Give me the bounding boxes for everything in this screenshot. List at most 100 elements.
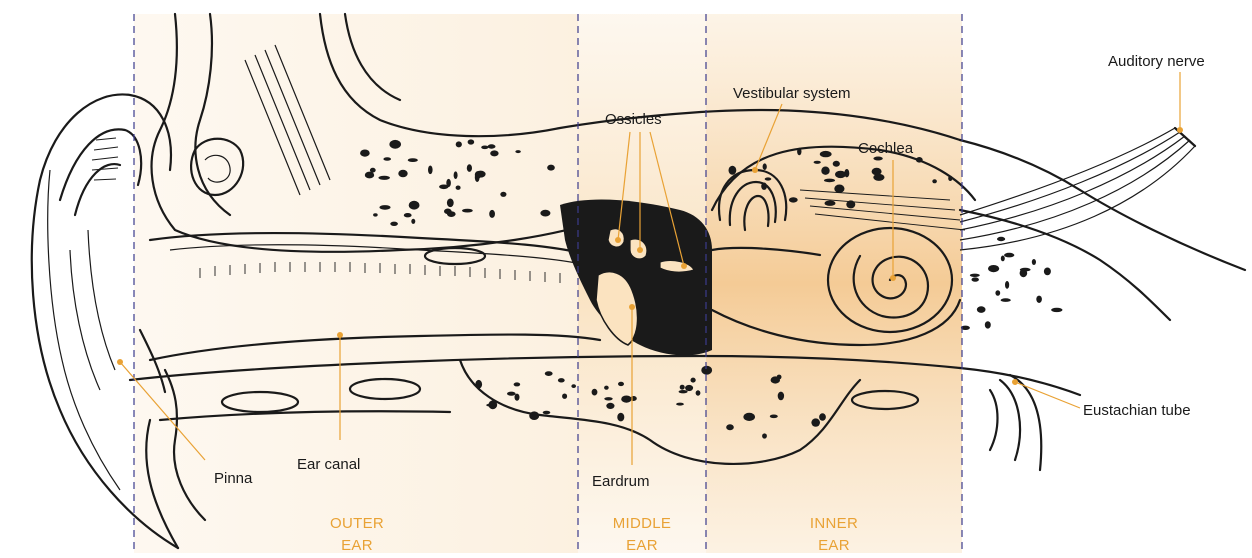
zone-outer-line2: EAR bbox=[341, 537, 373, 553]
bone-stipple-dot bbox=[825, 201, 836, 206]
bone-stipple-dot bbox=[468, 139, 475, 144]
bone-stipple-dot bbox=[467, 164, 472, 172]
leader-eustachian bbox=[1015, 382, 1080, 408]
bone-stipple-dot bbox=[447, 199, 454, 208]
bone-stipple-dot bbox=[985, 321, 991, 328]
zone-inner-line1: INNER bbox=[810, 515, 858, 532]
dot-ossicles-1 bbox=[615, 237, 621, 243]
bone-stipple-dot bbox=[819, 413, 826, 420]
bone-stipple-dot bbox=[821, 167, 829, 175]
bone-stipple-dot bbox=[621, 396, 631, 403]
bone-stipple-dot bbox=[398, 170, 407, 177]
label-auditory-nerve: Auditory nerve bbox=[1108, 53, 1205, 70]
bone-stipple-dot bbox=[409, 201, 420, 210]
zone-inner-line2: EAR bbox=[818, 537, 850, 553]
bone-stipple-dot bbox=[846, 200, 855, 208]
bone-stipple-dot bbox=[404, 213, 412, 217]
bone-stipple-dot bbox=[411, 219, 415, 224]
bone-stipple-dot bbox=[988, 265, 999, 272]
label-ossicles: Ossicles bbox=[605, 111, 662, 128]
bone-stipple-dot bbox=[997, 237, 1005, 241]
bone-stipple-dot bbox=[447, 211, 456, 217]
label-pinna: Pinna bbox=[214, 470, 253, 487]
bone-stipple-dot bbox=[972, 277, 979, 281]
bone-stipple-dot bbox=[592, 389, 598, 396]
bone-stipple-dot bbox=[488, 144, 496, 148]
bone-stipple-dot bbox=[543, 411, 551, 415]
label-ear-canal: Ear canal bbox=[297, 456, 360, 473]
bone-stipple-dot bbox=[814, 161, 821, 164]
bone-stipple-dot bbox=[439, 185, 448, 190]
bone-stipple-dot bbox=[1001, 298, 1011, 302]
bone-stipple-dot bbox=[789, 197, 798, 202]
bone-stipple-dot bbox=[833, 161, 840, 167]
bone-stipple-dot bbox=[630, 396, 637, 401]
bone-stipple-dot bbox=[475, 173, 480, 182]
bone-stipple-dot bbox=[547, 165, 555, 171]
bone-stipple-dot bbox=[743, 413, 755, 421]
bone-stipple-dot bbox=[970, 274, 980, 277]
bone-stipple-dot bbox=[995, 290, 1000, 296]
bone-stipple-dot bbox=[618, 382, 624, 386]
bone-stipple-dot bbox=[617, 413, 624, 422]
bone-stipple-dot bbox=[726, 424, 734, 430]
label-eardrum: Eardrum bbox=[592, 473, 650, 490]
bone-stipple-dot bbox=[529, 411, 539, 420]
label-cochlea: Cochlea bbox=[858, 140, 914, 157]
bone-stipple-dot bbox=[379, 205, 390, 210]
bone-stipple-dot bbox=[811, 418, 820, 426]
bone-stipple-dot bbox=[872, 168, 882, 176]
bone-stipple-dot bbox=[604, 386, 609, 390]
bone-stipple-dot bbox=[365, 172, 374, 179]
bone-stipple-dot bbox=[797, 148, 801, 155]
bone-stipple-dot bbox=[488, 400, 497, 409]
bone-stipple-dot bbox=[515, 150, 520, 153]
bone-stipple-dot bbox=[604, 397, 612, 400]
bone-stipple-dot bbox=[540, 210, 550, 217]
dot-ear-canal bbox=[337, 332, 343, 338]
bone-stipple-dot bbox=[562, 394, 567, 399]
bone-stipple-dot bbox=[391, 142, 396, 145]
bone-stipple-dot bbox=[370, 168, 376, 173]
zone-middle-line1: MIDDLE bbox=[613, 515, 671, 532]
bone-stipple-dot bbox=[679, 390, 688, 393]
bone-stipple-dot bbox=[729, 166, 737, 175]
bone-stipple-dot bbox=[489, 210, 495, 218]
bone-stipple-dot bbox=[1001, 256, 1005, 262]
bone-stipple-dot bbox=[680, 385, 685, 390]
bone-stipple-dot bbox=[408, 158, 418, 162]
bone-stipple-dot bbox=[490, 150, 498, 156]
bone-stipple-dot bbox=[360, 150, 370, 157]
bone-stipple-dot bbox=[820, 151, 832, 157]
dot-ossicles-2 bbox=[637, 247, 643, 253]
bone-stipple-dot bbox=[778, 392, 784, 401]
bone-stipple-dot bbox=[691, 378, 696, 383]
bone-stipple-dot bbox=[456, 186, 461, 190]
bone-stipple-dot bbox=[1044, 268, 1051, 276]
bone-stipple-dot bbox=[456, 141, 462, 147]
bone-stipple-dot bbox=[1036, 296, 1042, 303]
bone-stipple-dot bbox=[1004, 253, 1014, 258]
bone-stipple-dot bbox=[762, 433, 767, 438]
bone-stipple-dot bbox=[771, 376, 780, 383]
bone-stipple-dot bbox=[558, 378, 565, 382]
bone-stipple-dot bbox=[1032, 259, 1036, 265]
bone-stipple-dot bbox=[390, 222, 398, 226]
dot-ossicles-3 bbox=[681, 263, 687, 269]
bone-stipple-dot bbox=[373, 213, 378, 216]
bone-stipple-dot bbox=[834, 185, 844, 193]
bone-stipple-dot bbox=[383, 157, 391, 161]
bone-stipple-dot bbox=[770, 415, 778, 419]
bone-stipple-dot bbox=[763, 163, 767, 170]
bone-stipple-dot bbox=[676, 403, 684, 406]
bone-stipple-dot bbox=[701, 366, 712, 375]
bone-stipple-dot bbox=[481, 146, 488, 150]
bone-stipple-dot bbox=[835, 171, 846, 178]
bone-stipple-dot bbox=[685, 385, 693, 391]
dot-cochlea bbox=[890, 275, 896, 281]
bone-stipple-dot bbox=[1051, 308, 1062, 312]
bone-stipple-dot bbox=[462, 209, 473, 213]
bone-stipple-dot bbox=[507, 392, 516, 396]
